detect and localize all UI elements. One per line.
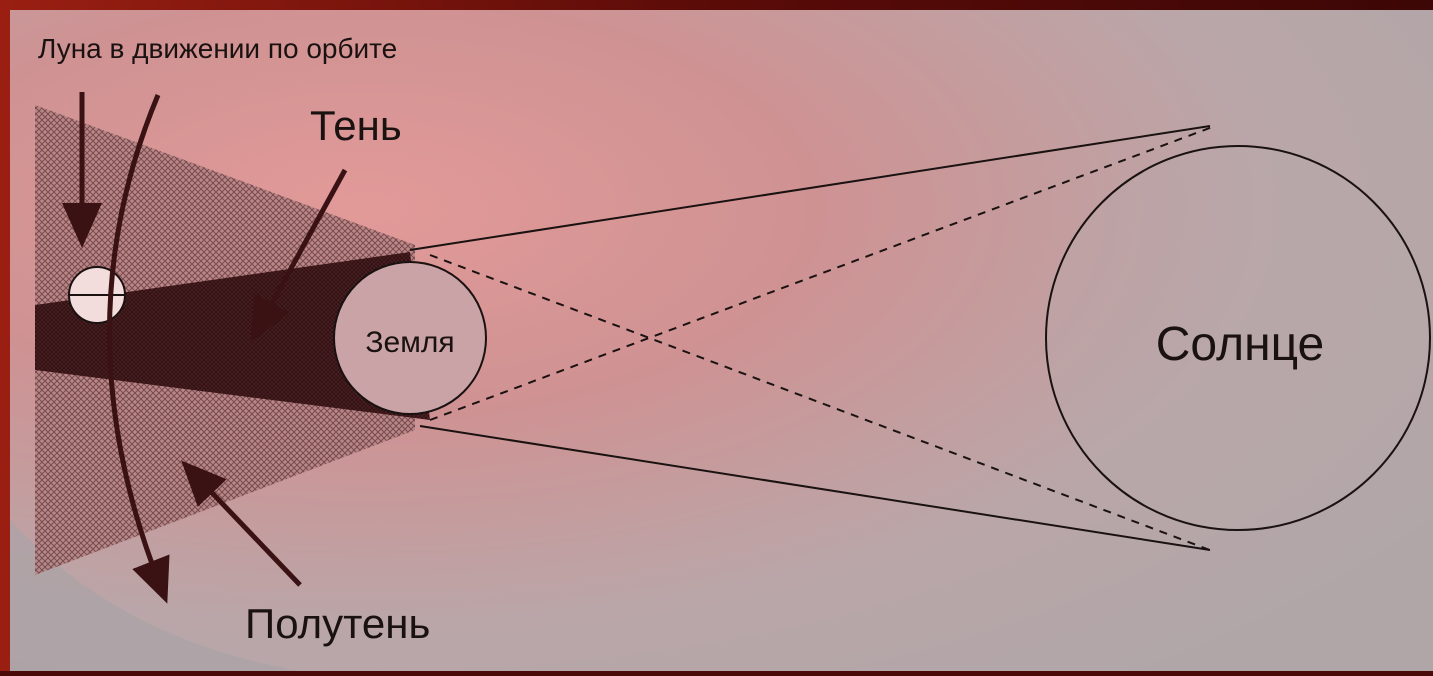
panel-shading [10, 520, 300, 671]
sun-label: Солнце [1156, 318, 1324, 371]
penumbra-label: Полутень [245, 600, 430, 647]
umbra-pointer-arrow [250, 168, 348, 343]
inner-tangent-1 [429, 254, 1216, 553]
outer-tangent-top [409, 125, 1211, 251]
sun-circle [1045, 145, 1431, 531]
moon-orbit-label: Луна в движении по орбите [38, 33, 397, 64]
earth-circle [333, 261, 487, 415]
penumbra-pointer-arrow [181, 460, 302, 587]
inner-tangent-2 [429, 125, 1216, 421]
outer-tangent-bottom [419, 425, 1211, 551]
earth-label: Земля [365, 326, 454, 359]
umbra-label: Тень [310, 102, 402, 149]
moon-orbit-arrow [107, 94, 170, 604]
umbra-region [35, 252, 430, 420]
